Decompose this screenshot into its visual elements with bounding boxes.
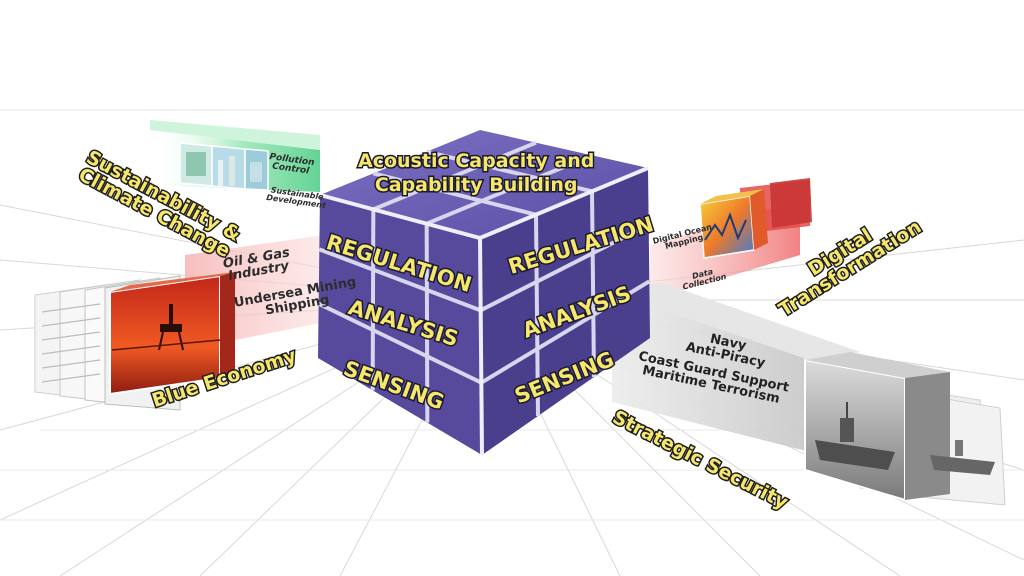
cube-grid-line	[424, 223, 430, 423]
cube-grid-line	[479, 222, 650, 313]
diagram-title: Acoustic Capacity and Capability Buildin…	[356, 149, 595, 198]
document-text-line	[41, 331, 101, 341]
cube-grid-line	[372, 140, 537, 212]
document-text-line	[41, 303, 101, 313]
digital-beam	[650, 178, 812, 300]
document-text-line	[41, 359, 101, 369]
blue-economy-beam	[34, 232, 345, 411]
cube-grid-line	[425, 153, 593, 226]
security-beam	[612, 282, 1006, 506]
sustainability-images	[179, 142, 269, 191]
document-text-line	[41, 373, 101, 383]
cube-grid-line	[370, 209, 376, 391]
sustainability-beam	[150, 120, 320, 192]
capability-cube	[317, 130, 651, 456]
cube-grid-line	[534, 214, 540, 417]
cube-grid-line	[317, 301, 483, 385]
document-text-line	[41, 317, 101, 327]
cube-grid-line	[372, 171, 537, 217]
cube-grid-line	[480, 279, 651, 385]
cube-right-face	[480, 168, 650, 455]
cube-left-face	[318, 195, 482, 455]
cube-center-edge	[478, 237, 484, 456]
cube-grid-lines	[317, 140, 651, 423]
title-line-1: Acoustic Capacity and	[356, 149, 595, 174]
digital-panel-4	[770, 178, 812, 228]
ocean-mapping-image	[699, 189, 768, 259]
warship-images	[804, 352, 1006, 506]
document-text-line	[41, 345, 101, 355]
cube-top-face	[320, 130, 648, 238]
oil-rig-image	[109, 272, 235, 396]
cube-grid-line	[318, 247, 482, 313]
cube-grid-line	[426, 149, 593, 194]
cube-grid-line	[590, 191, 596, 378]
title-line-2: Capability Building	[373, 172, 579, 197]
